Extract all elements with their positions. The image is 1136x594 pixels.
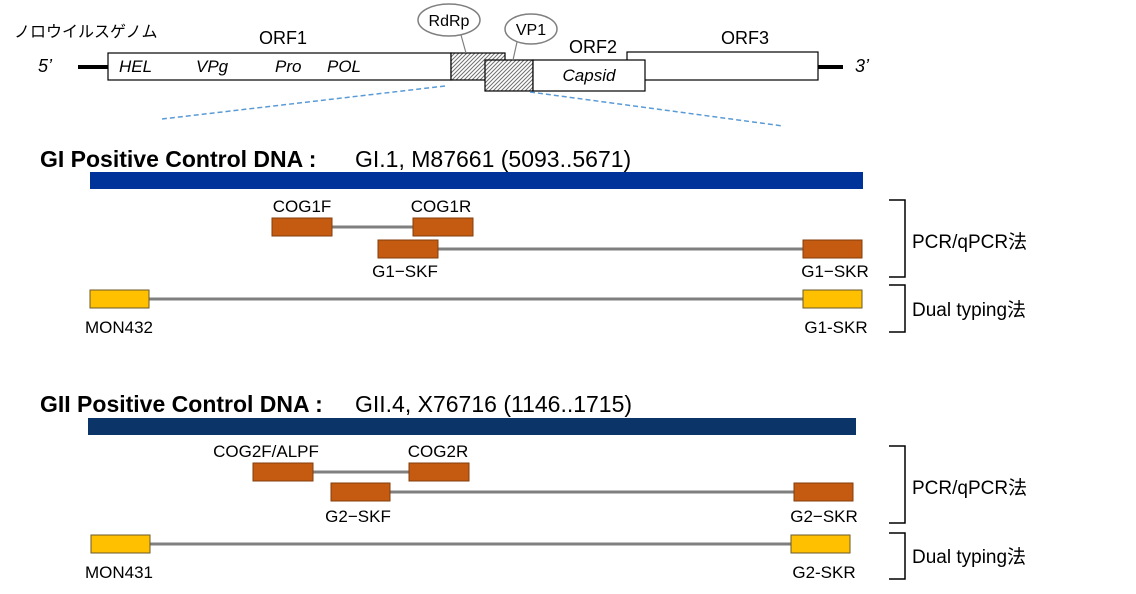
gii-info: GII.4, X76716 (1146..1715) (355, 391, 632, 417)
orf3-box (626, 51, 819, 81)
gi-control-dna-bar (90, 172, 863, 189)
five-prime-label: 5’ (38, 56, 53, 76)
gii-sk-f-primer (330, 482, 391, 502)
gii-sk-r-primer (793, 482, 854, 502)
gii-cog-f-label: COG2F/ALPF (213, 442, 319, 461)
rdrp-callout-label: RdRp (429, 13, 470, 30)
gi-dual-method-label: Dual typing法 (912, 299, 1026, 321)
gii-cog-r-primer (408, 462, 470, 482)
gi-cog-f-label: COG1F (273, 197, 332, 216)
gi-sk-f-primer (377, 239, 439, 259)
vp1-hatched-region (484, 59, 534, 92)
orf3-label: ORF3 (721, 28, 769, 48)
genome-title: ノロウイルスゲノム (14, 23, 158, 41)
gii-dual-method-label: Dual typing法 (912, 546, 1026, 568)
gi-info: GI.1, M87661 (5093..5671) (355, 146, 631, 172)
genome-map: ノロウイルスゲノム 5’ 3’ ORF1 ORF2 ORF3 HEL VPg P… (14, 3, 870, 127)
vp1-callout-label: VP1 (516, 22, 546, 39)
gii-dual-sk-r-primer (790, 534, 851, 554)
orf2-label: ORF2 (569, 37, 617, 57)
gi-sk-r-label: G1−SKR (801, 262, 869, 281)
rdrp-leader-line (460, 34, 467, 54)
gii-dual-sk-r-label: G2-SKR (792, 563, 855, 582)
gii-section: GII Positive Control DNA : GII.4, X76716… (40, 391, 1027, 582)
rdrp-callout (417, 3, 481, 37)
gi-pcr-bracket (889, 199, 906, 278)
gi-dual-sk-r-label: G1-SKR (804, 318, 867, 337)
region-capsid: Capsid (563, 66, 616, 85)
gi-title: GI Positive Control DNA : (40, 146, 316, 172)
vp1-leader-line (512, 41, 518, 61)
gii-sk-r-label: G2−SKR (790, 507, 858, 526)
gii-pcr-method-label: PCR/qPCR法 (912, 477, 1027, 499)
gii-control-dna-bar (88, 418, 856, 435)
gii-cog-f-primer (252, 462, 314, 482)
zoom-dashed-line-left (161, 85, 446, 120)
gi-sk-r-primer (802, 239, 863, 259)
gi-dual-sk-r-primer (802, 289, 863, 309)
gii-title: GII Positive Control DNA : (40, 391, 323, 417)
gi-cog-r-primer (412, 217, 474, 237)
region-pol: POL (327, 57, 361, 76)
gi-dual-bracket (889, 284, 906, 333)
gii-mon-primer (90, 534, 151, 554)
region-hel: HEL (119, 57, 152, 76)
gi-sk-f-label: G1−SKF (372, 262, 438, 281)
vp1-callout (504, 13, 558, 45)
gi-pcr-method-label: PCR/qPCR法 (912, 231, 1027, 253)
gi-mon-label: MON432 (85, 318, 153, 337)
gi-section: GI Positive Control DNA : GI.1, M87661 (… (40, 146, 1027, 337)
orf1-label: ORF1 (259, 28, 307, 48)
gi-cog-f-primer (271, 217, 333, 237)
gi-mon-primer (89, 289, 150, 309)
gii-mon-label: MON431 (85, 563, 153, 582)
zoom-dashed-line-right (529, 91, 784, 127)
gii-dual-bracket (889, 532, 906, 580)
gii-cog-r-label: COG2R (408, 442, 468, 461)
region-pro: Pro (275, 57, 301, 76)
region-vpg: VPg (196, 57, 229, 76)
gii-pcr-bracket (889, 445, 906, 524)
gi-cog-r-label: COG1R (411, 197, 471, 216)
gii-sk-f-label: G2−SKF (325, 507, 391, 526)
orf2-capsid-box (532, 59, 646, 92)
three-prime-label: 3’ (855, 56, 870, 76)
